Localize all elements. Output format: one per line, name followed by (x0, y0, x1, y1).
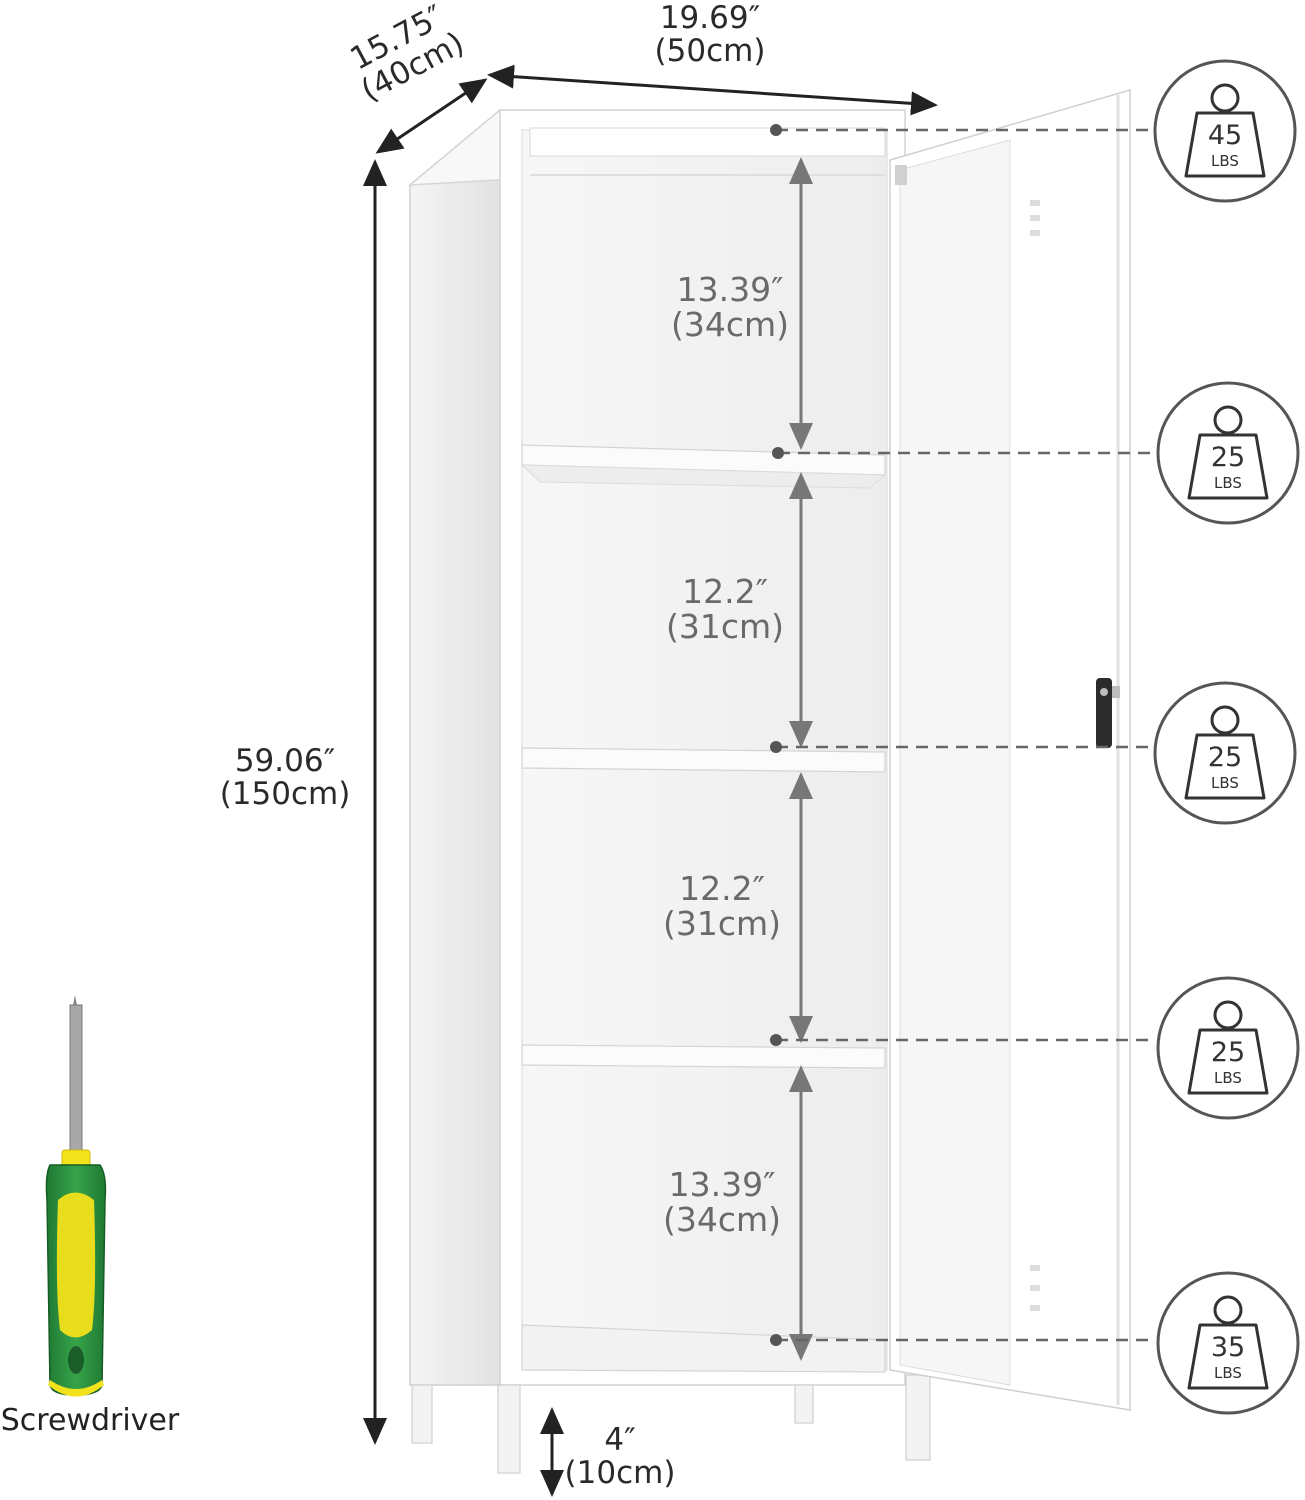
shelf-height-cm: (34cm) (662, 1199, 782, 1239)
leader-dot (770, 1334, 782, 1346)
weight-icon (1153, 59, 1297, 203)
width-cm: (50cm) (654, 32, 766, 69)
load-unit: LBS (1214, 1069, 1242, 1087)
leader-dot (772, 447, 784, 459)
leg-height-label: 4″ (10cm) (555, 1424, 685, 1489)
leader-dot (770, 1034, 782, 1046)
height-cm: (150cm) (219, 775, 351, 812)
shelf-height-inches: 12.2″ (682, 572, 768, 611)
height-inches: 59.06″ (234, 743, 336, 779)
weight-icon (1156, 976, 1300, 1120)
leg-height-inches: 4″ (604, 1422, 636, 1458)
weight-icon (1153, 681, 1297, 825)
leg-height-cm: (10cm) (564, 1454, 676, 1491)
load-badge-3: 25 LBS (1152, 680, 1298, 826)
door-lock (1096, 678, 1120, 748)
load-unit: LBS (1214, 474, 1242, 492)
weight-icon (1156, 1271, 1300, 1415)
shelf-2 (521, 747, 886, 773)
shelf-height-cm: (34cm) (670, 304, 790, 344)
shelf-height-label-1: 13.39″ (34cm) (660, 270, 800, 344)
outer-dimension-lines (363, 64, 938, 1497)
load-leader-lines (770, 124, 1155, 1346)
shelf-height-cm: (31cm) (662, 903, 782, 943)
shelf-height-inches: 13.39″ (676, 270, 784, 309)
width-inches: 19.69″ (659, 0, 761, 36)
width-label: 19.69″ (50cm) (610, 2, 810, 67)
shelf-height-label-2: 12.2″ (31cm) (655, 572, 795, 646)
shelf-height-label-4: 13.39″ (34cm) (652, 1165, 792, 1239)
load-value: 45 (1207, 120, 1243, 151)
load-value: 25 (1207, 742, 1243, 773)
cabinet-door (889, 89, 1131, 1411)
height-label: 59.06″ (150cm) (205, 745, 365, 810)
screwdriver-illustration (45, 995, 107, 1397)
load-badge-2: 25 LBS (1155, 380, 1301, 526)
shelf-height-inches: 12.2″ (679, 869, 765, 908)
load-value: 25 (1210, 442, 1246, 473)
shelf-3 (521, 1044, 886, 1069)
load-value: 25 (1210, 1037, 1246, 1068)
shelf-height-inches: 13.39″ (668, 1165, 776, 1204)
door-hinge (895, 165, 907, 185)
load-unit: LBS (1214, 1364, 1242, 1382)
load-unit: LBS (1211, 774, 1239, 792)
load-unit: LBS (1211, 152, 1239, 170)
load-badge-1: 45 LBS (1152, 58, 1298, 204)
leader-dot (770, 124, 782, 136)
load-badge-4: 25 LBS (1155, 975, 1301, 1121)
screwdriver-label: Screwdriver (0, 1403, 180, 1438)
shelf-height-cm: (31cm) (665, 606, 785, 646)
load-badge-5: 35 LBS (1155, 1270, 1301, 1416)
load-value: 35 (1210, 1332, 1246, 1363)
door-vents (1030, 200, 1040, 1311)
weight-icon (1156, 381, 1300, 525)
shelf-height-label-3: 12.2″ (31cm) (652, 869, 792, 943)
leader-dot (770, 741, 782, 753)
